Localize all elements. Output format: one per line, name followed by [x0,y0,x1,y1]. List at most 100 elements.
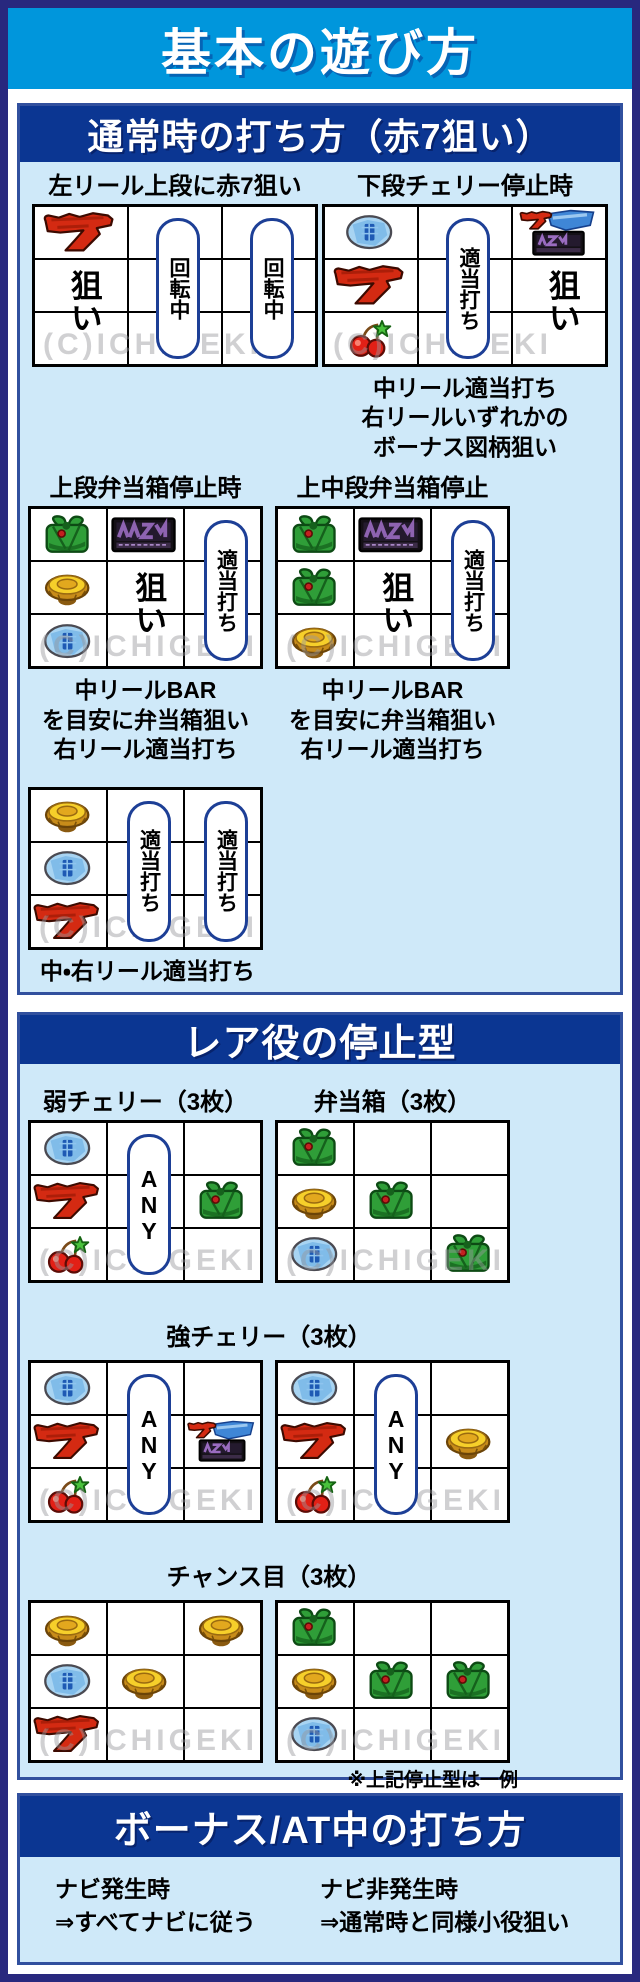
reel-cell [278,1416,353,1467]
navi-off-label: ナビ非発生時 [320,1876,458,1902]
reel-cell [31,1363,106,1414]
reel-grid: (C)ICHIGEKI [275,1600,510,1763]
reel-cell [185,1603,260,1654]
red7-icon [331,264,411,307]
reel-cell [513,313,605,364]
bar-icon [357,517,428,553]
reel-cell [278,1123,353,1174]
caption-line: を目安に弁当箱狙い [42,706,249,733]
grid-block: (C)ICHIGEKI [275,1600,510,1763]
reel-cell [31,1176,106,1227]
reel-cell [355,562,430,614]
grid-caption: 中・右リール適当打ち [28,957,255,986]
reel-cell [31,1656,106,1707]
navi-on-instruction: ⇒すべてナビに従う [55,1909,256,1936]
reel-cell [278,1229,353,1280]
reel-cell [185,1123,260,1174]
reel-cell [278,1363,353,1414]
goldcoin-icon [120,1663,172,1701]
instruction-pill: 適当打ち [450,520,495,662]
reel-cell [278,1469,353,1520]
section-rare-stops: レア役の停止型 弱チェリー（3枚）ANY(C)ICHIGEKI弁当箱（3枚）(C… [17,1012,623,1791]
section-normal-title: 通常時の打ち方（赤7狙い） [20,106,620,162]
reel-cell [355,615,430,667]
reel-cell [185,1469,260,1520]
spacer [8,1780,632,1793]
reel-grid: 適当打ち狙い(C)ICHIGEKI [322,204,608,367]
reel-grid: (C)ICHIGEKI [28,1600,263,1763]
goldcoin-icon [290,1663,342,1701]
reel-cell [355,509,430,561]
aim-label: 狙い [66,269,103,333]
grid-title: 弁当箱（3枚） [313,1089,472,1116]
grid-title: 下段チェリー停止時 [357,173,573,200]
reel-grid: 適当打ち狙い(C)ICHIGEKI [275,506,510,670]
bluecoin-icon [345,214,397,250]
red7-icon [31,1181,106,1221]
reel-cell [31,1469,106,1520]
row-heading: 強チェリー（3枚） [166,1324,372,1351]
caption-line: 右リール適当打ち [53,736,238,763]
bento-icon [443,1233,497,1275]
section-bonus-title: ボーナス/AT中の打ち方 [20,1796,620,1857]
reel-cell [325,260,417,311]
reel-cell [432,1363,507,1414]
reel-cell [355,1229,430,1280]
grid-row: (C)ICHIGEKI(C)ICHIGEKI [28,1600,510,1763]
aim-label: 狙い [544,269,581,333]
reel-cell [31,615,106,667]
caption-line: 中リールBAR [321,677,464,704]
page-header: 基本の遊び方 [8,8,632,89]
red7-icon [31,1421,106,1461]
reel-cell [35,260,127,311]
reel-cell [355,1656,430,1707]
bento-icon [366,1660,420,1702]
example-note: ※上記停止型は一例 [347,1770,518,1791]
instruction-pill: 回転中 [156,218,200,359]
reel-cell [31,562,106,614]
bluecoin-icon [290,1370,342,1406]
reel-cell [278,1709,353,1760]
reel-cell [432,1229,507,1280]
reel-grid: 適当打ち狙い(C)ICHIGEKI [28,506,263,670]
grid-title: 弱チェリー（3枚） [42,1089,249,1116]
reel-cell [185,1363,260,1414]
bluecoin-icon [290,1236,342,1272]
instruction-pill: 適当打ち [203,800,248,942]
navi-on-column: ナビ発生時 ⇒すべてナビに従う [55,1873,320,1962]
grid-caption: 中リール適当打ち右リールいずれかのボーナス図柄狙い [362,374,569,462]
reel-cell [278,562,353,614]
reel-cell [185,1176,260,1227]
caption-line: 右リール適当打ち [300,736,485,763]
reel-cell [35,313,127,364]
goldcoin-icon [290,622,342,660]
reel-cell [185,1229,260,1280]
reel-grid: ANY(C)ICHIGEKI [28,1360,263,1523]
cherry-icon [290,1474,342,1515]
reel-cell [31,1229,106,1280]
reel-cell [278,1656,353,1707]
instruction-pill: 回転中 [250,218,294,359]
red7-icon [41,211,121,254]
grid-block: (C)ICHIGEKI [28,1600,263,1763]
reel-cell [432,1176,507,1227]
reel-cell [432,1123,507,1174]
bluecoin-icon [43,1370,95,1406]
page-title: 基本の遊び方 [161,24,479,81]
section-normal-play: 通常時の打ち方（赤7狙い） 左リール上段に赤7狙い回転中回転中狙い(C)ICHI… [17,103,623,995]
section-rare-title: レア役の停止型 [20,1015,620,1065]
reel-cell [355,1709,430,1760]
reel-cell [185,1709,260,1760]
instruction-pill: ANY [373,1374,418,1515]
goldcoin-icon [197,1610,249,1648]
reel-cell [513,207,605,258]
goldcoin-icon [43,1610,95,1648]
goldcoin-icon [444,1423,496,1461]
section-bonus-body: ナビ発生時 ⇒すべてナビに従う ナビ非発生時 ⇒通常時と同様小役狙い [20,1857,620,1962]
reel-cell [108,1603,183,1654]
